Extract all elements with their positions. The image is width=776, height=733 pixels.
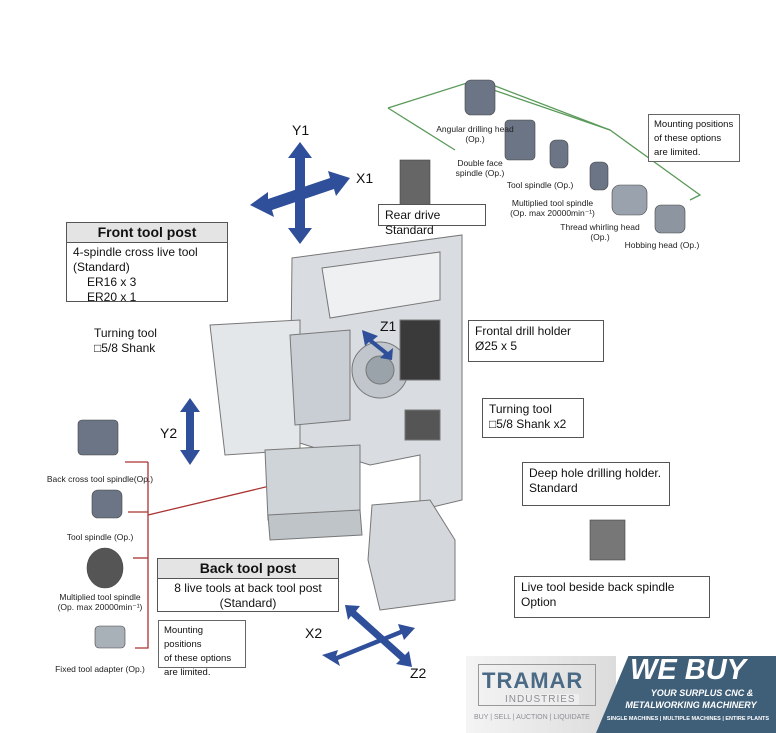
note-line: of these options xyxy=(164,653,232,664)
mounting-note-top: Mounting positions of these options are … xyxy=(648,114,740,162)
turning-tool-right-callout: Turning tool □5/8 Shank x2 xyxy=(482,398,584,438)
axis-label-x2: X2 xyxy=(305,625,323,641)
option-angular-drilling-head: Angular drilling head(Op.) xyxy=(420,124,530,144)
callout-line: □5/8 Shank x2 xyxy=(489,417,567,431)
option-multiplied-tool-spindle-top: Multiplied tool spindle(Op. max 20000min… xyxy=(505,198,600,218)
option-back-cross-tool-spindle: Back cross tool spindle(Op.) xyxy=(40,474,160,484)
option-label-line: (Op.) xyxy=(465,134,485,144)
axis-label-x1: X1 xyxy=(356,170,374,186)
note-line: are limited. xyxy=(164,667,211,678)
option-label-line: Thread whirling head xyxy=(560,222,640,232)
front-tool-post-title: Front tool post xyxy=(67,223,227,243)
we-buy-sub1: YOUR SURPLUS CNC & xyxy=(650,688,754,698)
callout-line: Turning tool xyxy=(489,402,552,416)
option-label-line: (Op. max 20000min⁻¹) xyxy=(510,208,595,218)
frontal-drill-holder-callout: Frontal drill holder Ø25 x 5 xyxy=(468,320,604,362)
note-line: of these options xyxy=(654,133,722,144)
option-tool-images xyxy=(77,79,686,649)
brand-sub: INDUSTRIES xyxy=(502,694,579,705)
callout-line: 4-spindle cross live tool xyxy=(73,245,198,259)
mounting-note-bottom: Mounting positions of these options are … xyxy=(158,620,246,678)
we-buy-sub2: METALWORKING MACHINERY xyxy=(625,700,757,710)
we-buy-panel xyxy=(596,656,776,733)
back-tool-post-callout: Back tool post 8 live tools at back tool… xyxy=(157,558,339,612)
callout-line: ER16 x 3 xyxy=(87,275,137,289)
option-label-line: Angular drilling head xyxy=(436,124,514,134)
we-buy-headline: WE BUY xyxy=(630,654,746,686)
callout-line: (Standard) xyxy=(219,596,277,610)
option-label-line: Double face xyxy=(457,158,503,168)
callout-line: Turning tool xyxy=(94,326,157,340)
option-label-line: Tool spindle (Op.) xyxy=(506,180,574,190)
axis-label-y1: Y1 xyxy=(292,122,310,138)
axis-label-z2: Z2 xyxy=(410,665,427,681)
y2-arrow xyxy=(180,398,200,465)
axis-arrows xyxy=(180,142,415,667)
option-label-line: Fixed tool adapter (Op.) xyxy=(55,664,145,674)
callout-line: Option xyxy=(521,595,557,609)
front-tool-post-callout: Front tool post 4-spindle cross live too… xyxy=(66,222,228,304)
z1-arrow xyxy=(362,330,393,360)
x2z2-arrows xyxy=(322,624,415,666)
option-hobbing-head: Hobbing head (Op.) xyxy=(622,240,702,250)
option-tool-spindle-left: Tool spindle (Op.) xyxy=(55,532,145,542)
axis-label-y2: Y2 xyxy=(160,425,178,441)
callout-line: Ø25 x 5 xyxy=(475,339,518,353)
option-label-line: Hobbing head (Op.) xyxy=(624,240,700,250)
note-line: Mounting positions xyxy=(654,119,734,130)
option-fixed-tool-adapter: Fixed tool adapter (Op.) xyxy=(45,664,155,674)
tramar-logo-panel: TRAMAR INDUSTRIES BUY | SELL | AUCTION |… xyxy=(466,656,616,733)
callout-line: Standard xyxy=(529,481,578,495)
callout-line: Live tool beside back spindle xyxy=(521,580,675,594)
option-label-line: (Op. max 20000min⁻¹) xyxy=(57,602,143,612)
callout-line: Frontal drill holder xyxy=(475,324,572,338)
option-label-line: Tool spindle (Op.) xyxy=(66,532,134,542)
note-line: are limited. xyxy=(654,147,701,158)
deep-hole-callout: Deep hole drilling holder. Standard xyxy=(522,462,670,506)
turning-tool-left-callout: Turning tool □5/8 Shank xyxy=(88,323,208,363)
option-tool-spindle-top: Tool spindle (Op.) xyxy=(500,180,580,190)
callout-line: Deep hole drilling holder. xyxy=(529,466,662,480)
callout-line: ER20 x 1 xyxy=(87,290,137,304)
option-label-line: spindle (Op.) xyxy=(455,168,505,178)
rear-drive-callout: Rear drive Standard xyxy=(378,204,486,237)
back-tool-post-title: Back tool post xyxy=(158,559,338,579)
note-line: Mounting positions xyxy=(164,625,204,650)
option-label-line: Back cross tool spindle(Op.) xyxy=(46,474,154,484)
option-thread-whirling-head: Thread whirling head(Op.) xyxy=(555,222,645,242)
callout-line: 8 live tools at back tool post xyxy=(174,581,322,595)
brand-tagline: BUY | SELL | AUCTION | LIQUIDATE xyxy=(474,714,590,721)
callout-line: (Standard) xyxy=(73,260,130,274)
option-label-line: Multiplied tool spindle xyxy=(59,592,141,602)
top-options-connector xyxy=(387,81,702,201)
live-tool-back-callout: Live tool beside back spindle Option xyxy=(514,576,710,618)
we-buy-sub3: SINGLE MACHINES | MULTIPLE MACHINES | EN… xyxy=(606,716,770,722)
option-label-line: (Op.) xyxy=(590,232,610,242)
x1-arrow xyxy=(250,171,350,217)
brand-name: TRAMAR xyxy=(482,668,584,693)
callout-line: □5/8 Shank xyxy=(94,341,156,355)
option-label-line: Multiplied tool spindle xyxy=(511,198,594,208)
option-multiplied-tool-spindle-left: Multiplied tool spindle(Op. max 20000min… xyxy=(50,592,150,612)
machine-frame xyxy=(209,234,463,611)
axis-label-z1: Z1 xyxy=(380,318,397,334)
